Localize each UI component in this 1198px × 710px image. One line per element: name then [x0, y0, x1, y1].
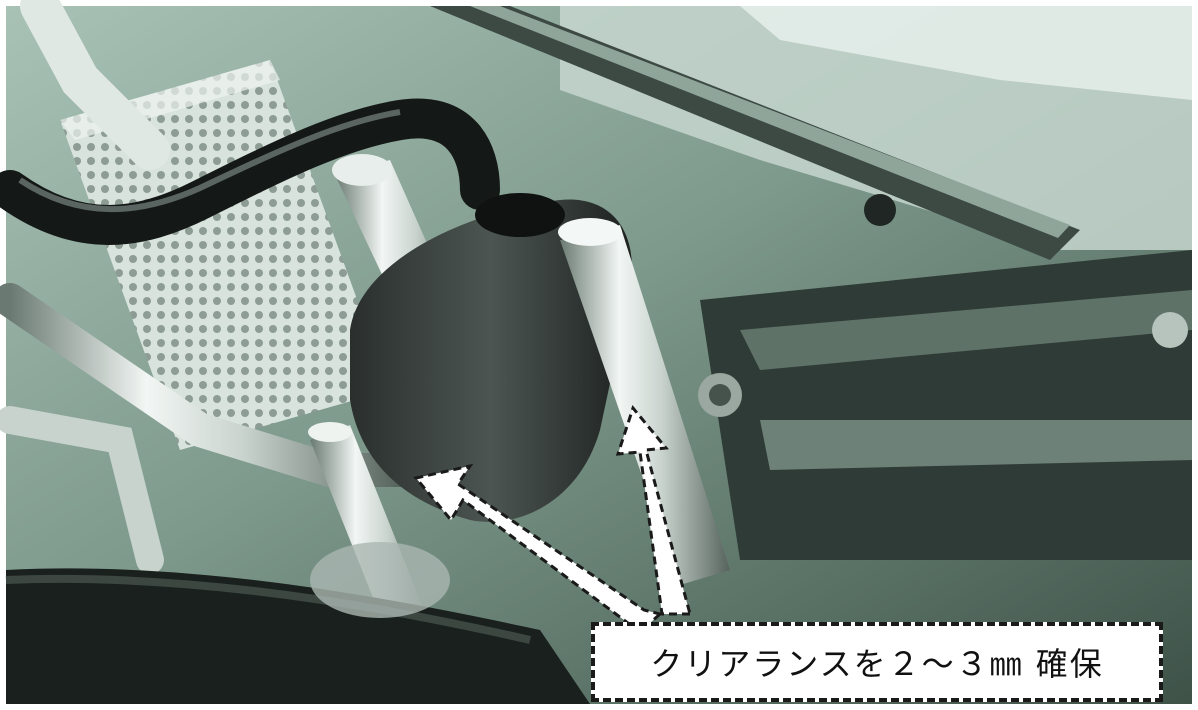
bolt [1152, 312, 1188, 348]
clearance-arrow-left [413, 463, 664, 634]
clearance-arrow-right [615, 404, 692, 616]
chrome-rod [560, 225, 730, 585]
black-pipe [0, 98, 500, 245]
clearance-callout: クリアランスを２～３㎜ 確保 [591, 622, 1163, 702]
bolt [864, 194, 896, 226]
tire [6, 568, 590, 704]
muffler [350, 199, 632, 522]
callout-text: クリアランスを２～３㎜ 確保 [650, 645, 1104, 683]
frame-bar [430, 6, 1080, 260]
swingarm [700, 250, 1192, 560]
